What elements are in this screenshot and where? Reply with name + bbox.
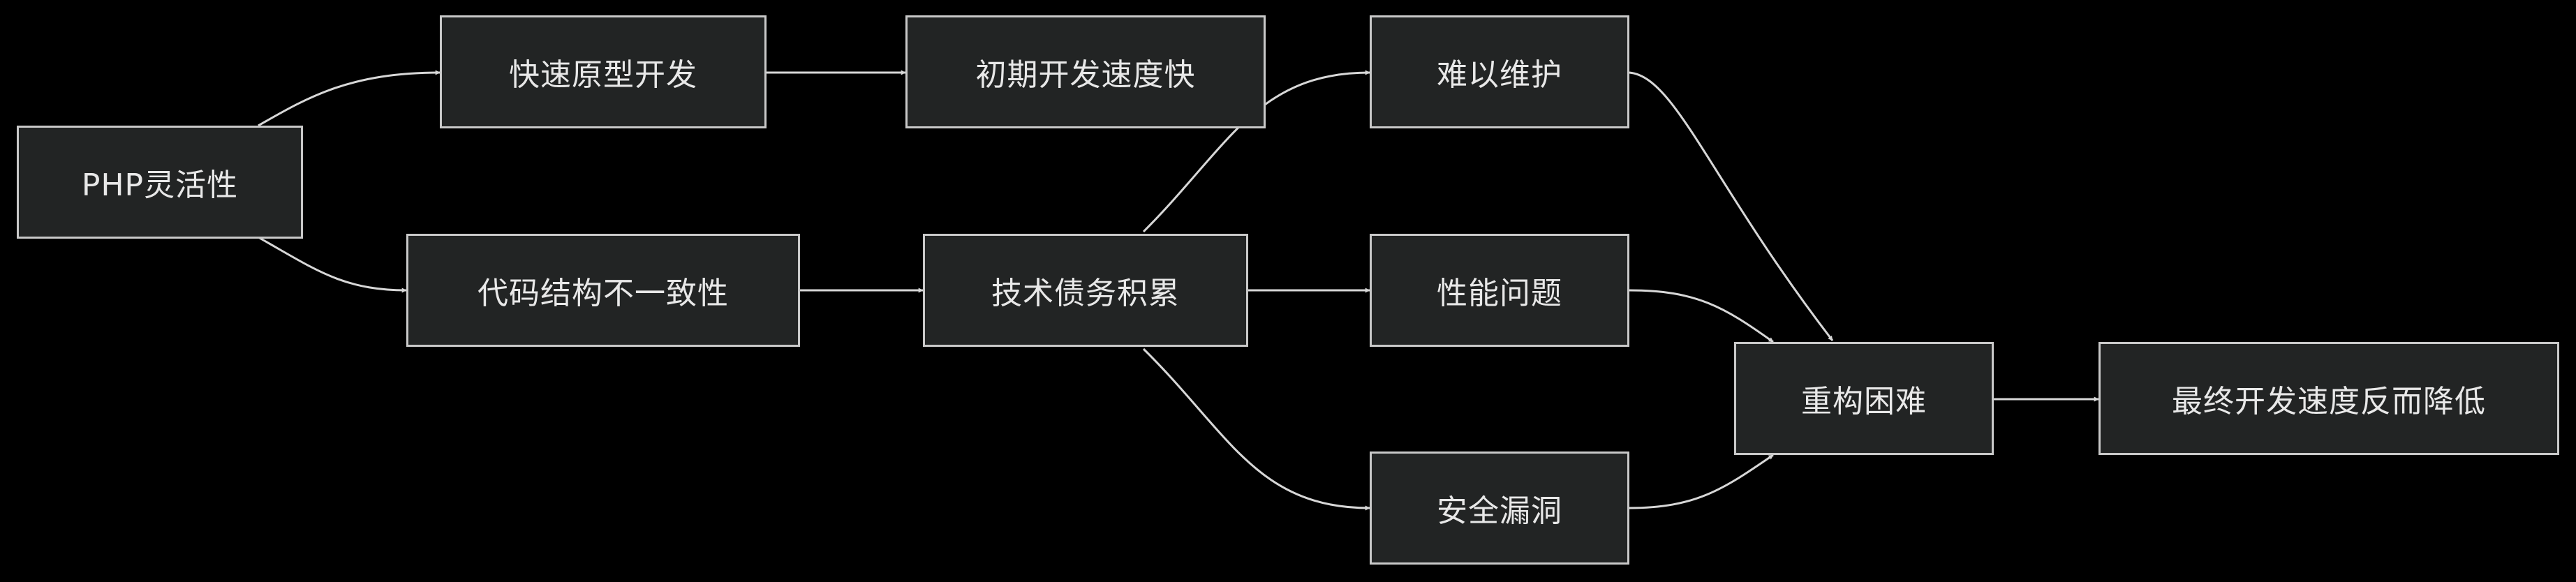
node-inconsistent-code-structure: 代码结构不一致性 bbox=[406, 234, 800, 347]
node-fast-early-development: 初期开发速度快 bbox=[905, 15, 1266, 128]
edge-performance-to-refactor bbox=[1629, 289, 1774, 343]
edge-maintain-to-refactor bbox=[1629, 71, 1834, 341]
edge-flexibility-to-inconsistent bbox=[258, 236, 407, 293]
node-php-flexibility: PHP灵活性 bbox=[17, 126, 303, 239]
edge-security-to-refactor bbox=[1629, 454, 1774, 509]
node-security-vulnerabilities: 安全漏洞 bbox=[1370, 452, 1629, 565]
edge-flexibility-to-prototyping bbox=[258, 70, 441, 127]
node-technical-debt: 技术债务积累 bbox=[923, 234, 1248, 347]
node-slower-final-development: 最终开发速度反而降低 bbox=[2098, 342, 2559, 455]
node-hard-to-maintain: 难以维护 bbox=[1370, 15, 1629, 128]
node-rapid-prototyping: 快速原型开发 bbox=[440, 15, 767, 128]
node-performance-issues: 性能问题 bbox=[1370, 234, 1629, 347]
node-refactoring-difficulty: 重构困难 bbox=[1734, 342, 1994, 455]
edge-debt-to-security bbox=[1142, 348, 1370, 511]
